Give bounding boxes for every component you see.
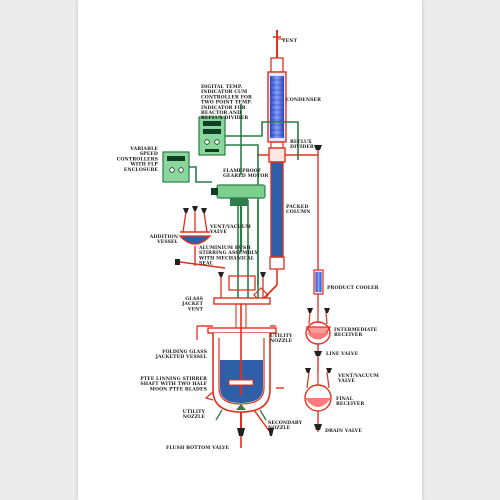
intermediate-receiver <box>305 308 332 372</box>
variable-speed-controller <box>162 151 190 183</box>
support-frame <box>189 104 299 300</box>
label-drain-valve: DRAIN VALVE <box>325 428 362 434</box>
label-condenser: CONDENSER <box>286 97 321 103</box>
addition-vessel <box>175 206 226 269</box>
label-flush-bottom-valve: FLUSH BOTTOM VALVE <box>166 445 230 451</box>
packed-column <box>252 161 285 303</box>
product-cooler <box>313 269 324 312</box>
reflux-divider <box>257 145 322 272</box>
label-line-valve: LINE VALVE <box>326 351 359 357</box>
label-vent: VENT <box>281 38 298 44</box>
diagram-sheet <box>78 0 422 500</box>
reactor-vessel <box>196 272 284 448</box>
label-product-cooler: PRODUCT COOLER <box>327 285 379 291</box>
condenser-coil-lines <box>270 79 284 136</box>
final-receiver <box>304 368 332 432</box>
temperature-controller-panel <box>198 116 226 156</box>
flameproof-motor <box>211 184 266 252</box>
condenser <box>267 30 287 149</box>
